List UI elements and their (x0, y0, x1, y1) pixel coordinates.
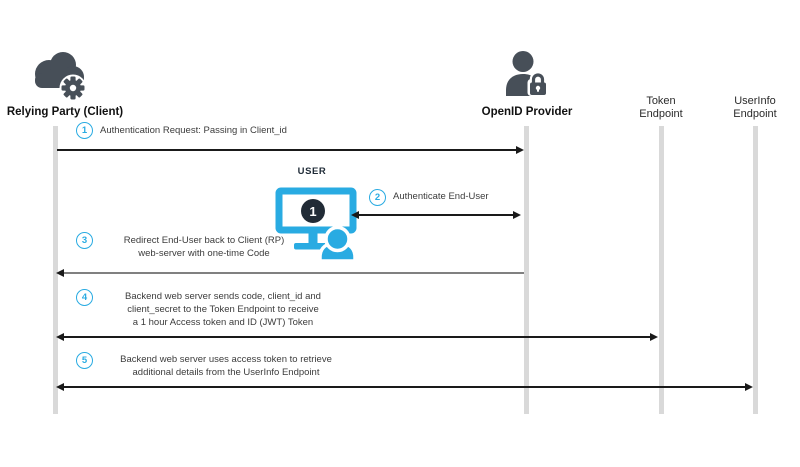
lifeline-relying-party (53, 126, 58, 414)
arrow-step-4 (64, 336, 650, 338)
token-endpoint-line1: Token (646, 95, 676, 107)
step-4-line1: Backend web server sends code, client_id… (125, 291, 321, 302)
arrowhead-left-step-4 (56, 333, 64, 341)
user-lock-icon (506, 51, 549, 96)
step-4-text: Backend web server sends code, client_id… (100, 291, 346, 329)
actor-label-openid-provider: OpenID Provider (481, 106, 573, 118)
cloud-gear-icon (35, 52, 87, 102)
step-5-text: Backend web server uses access token to … (100, 354, 352, 380)
step-3-badge: 3 (76, 232, 93, 249)
actor-label-token-endpoint: Token Endpoint (629, 95, 693, 120)
step-5-badge: 5 (76, 352, 93, 369)
gear-icon (61, 76, 85, 100)
arrowhead-right-step-5 (745, 383, 753, 391)
actor-label-relying-party: Relying Party (Client) (6, 106, 124, 118)
arrow-step-3 (63, 272, 524, 274)
step-1-text: Authentication Request: Passing in Clien… (100, 125, 287, 136)
lifeline-openid-provider (524, 126, 529, 414)
token-endpoint-line2: Endpoint (639, 107, 683, 120)
step-4-line3: a 1 hour Access token and ID (JWT) Token (132, 316, 314, 328)
arrowhead-right-step-4 (650, 333, 658, 341)
arrow-step-1 (57, 149, 516, 151)
lifeline-token-endpoint (659, 126, 664, 414)
monitor-screen-badge: 1 (301, 199, 325, 223)
userinfo-endpoint-line2: Endpoint (733, 107, 777, 120)
arrowhead-left-step-3 (56, 269, 64, 277)
actor-label-userinfo-endpoint: UserInfo Endpoint (723, 95, 787, 120)
arrowhead-right-step-2 (513, 211, 521, 219)
step-5-line2: additional details from the UserInfo End… (132, 366, 320, 378)
step-3-line2: web-server with one-time Code (138, 247, 270, 259)
step-3-line1: Redirect End-User back to Client (RP) (123, 235, 285, 246)
step-4-badge: 4 (76, 289, 93, 306)
arrow-step-5 (64, 386, 745, 388)
arrowhead-left-step-5 (56, 383, 64, 391)
arrowhead-left-step-2 (351, 211, 359, 219)
step-3-text: Redirect End-User back to Client (RP) we… (98, 235, 310, 261)
lock-icon (527, 71, 549, 96)
step-1-badge: 1 (76, 122, 93, 139)
lifeline-userinfo-endpoint (753, 126, 758, 414)
userinfo-endpoint-line1: UserInfo (734, 95, 776, 107)
step-2-badge: 2 (369, 189, 386, 206)
user-label: USER (297, 166, 327, 177)
arrow-step-2 (359, 214, 513, 216)
arrowhead-right-step-1 (516, 146, 524, 154)
step-2-text: Authenticate End-User (393, 191, 489, 202)
step-4-line2: client_secret to the Token Endpoint to r… (127, 303, 319, 315)
step-5-line1: Backend web server uses access token to … (120, 354, 332, 365)
